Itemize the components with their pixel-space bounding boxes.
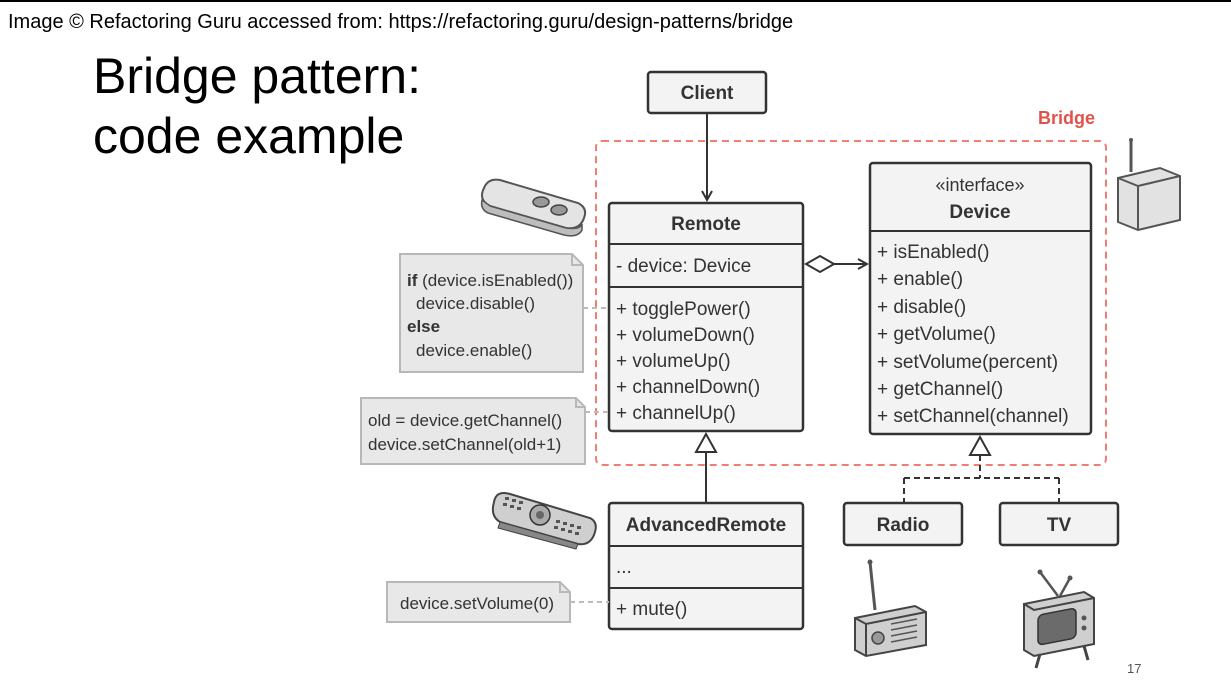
radio-name: Radio <box>877 515 930 536</box>
image-credit: Image © Refactoring Guru accessed from: … <box>8 11 794 33</box>
remote-name: Remote <box>671 214 741 235</box>
top-rule <box>0 0 1231 2</box>
aggregation-link <box>803 254 867 274</box>
client-class: Client <box>646 70 768 115</box>
advanced-remote-field: ... <box>616 557 632 578</box>
device-method: + getVolume() <box>877 324 996 345</box>
device-box-icon <box>1117 138 1181 232</box>
bridge-region <box>595 140 1107 466</box>
title-line-2: code example <box>93 108 405 164</box>
remote-control-icon <box>480 178 587 237</box>
title-line-1: Bridge pattern: <box>93 48 421 104</box>
page-number: 17 <box>1127 661 1141 676</box>
device-interface: «interface» Device + isEnabled() + enabl… <box>868 161 1093 436</box>
advanced-remote-name: AdvancedRemote <box>626 515 787 536</box>
note-channel-up: old = device.getChannel() device.setChan… <box>360 397 586 465</box>
radio-class: Radio <box>842 501 964 547</box>
note-code-line: device.setChannel(old+1) <box>368 435 561 454</box>
tv-icon <box>1023 569 1095 669</box>
radio-icon <box>854 559 927 658</box>
note-code-keyword: else <box>407 317 440 336</box>
device-method: + disable() <box>877 297 966 318</box>
note-mute: device.setVolume(0) <box>386 581 571 623</box>
advanced-remote-class: AdvancedRemote ... + mute() <box>607 501 805 631</box>
note-code-line: if (device.isEnabled()) <box>407 271 573 290</box>
device-method: + isEnabled() <box>877 242 989 263</box>
remote-method: + channelDown() <box>616 377 760 398</box>
implementation-links <box>903 434 1060 503</box>
note-code-line: device.setVolume(0) <box>400 594 554 613</box>
bridge-label: Bridge <box>1038 108 1095 128</box>
device-method: + getChannel() <box>877 379 1003 400</box>
slide-title: Bridge pattern: code example <box>93 46 421 166</box>
note-toggle-power: if (device.isEnabled()) device.disable()… <box>399 253 584 373</box>
device-method: + enable() <box>877 269 963 290</box>
advanced-remote-icon <box>491 492 597 550</box>
inheritance-advanced-remote <box>694 431 718 503</box>
advanced-remote-method: + mute() <box>616 599 687 620</box>
remote-method: + volumeDown() <box>616 325 755 346</box>
remote-class: Remote - device: Device + togglePower() … <box>607 201 805 433</box>
note-code-line: device.disable() <box>416 294 535 313</box>
note-code-line: device.enable() <box>416 341 532 360</box>
remote-method: + channelUp() <box>616 403 736 424</box>
device-method: + setChannel(channel) <box>877 406 1069 427</box>
device-name: Device <box>949 202 1010 223</box>
remote-method: + togglePower() <box>616 299 751 320</box>
note-code-line: old = device.getChannel() <box>368 411 562 430</box>
tv-class: TV <box>998 501 1120 547</box>
remote-field: - device: Device <box>616 256 751 277</box>
device-method: + setVolume(percent) <box>877 352 1058 373</box>
tv-name: TV <box>1047 515 1072 536</box>
client-name: Client <box>681 83 734 104</box>
device-stereotype: «interface» <box>935 175 1024 195</box>
remote-method: + volumeUp() <box>616 351 731 372</box>
